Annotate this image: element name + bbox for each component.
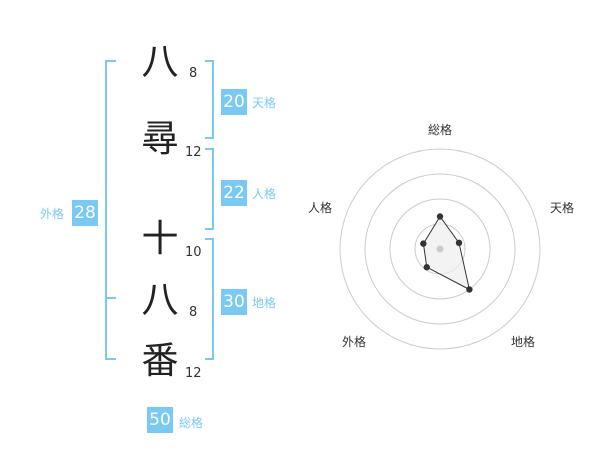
gaikaku-badge: 28 [72,200,98,226]
name-char-1: 八 [141,40,179,83]
axis-label-soukaku: 総格 [428,123,453,137]
tenkaku-badge: 20 [221,89,247,115]
axis-label-jinkaku: 人格 [308,201,333,215]
axis-label-chikaku: 地格 [511,335,536,349]
stroke-count-3: 10 [185,245,202,260]
chikaku-bracket [205,238,214,360]
axis-label-tenkaku: 天格 [550,201,575,215]
radar-polygon [422,215,471,291]
jinkaku-badge: 22 [221,180,247,206]
radar-ring-2 [389,198,491,300]
name-char-4: 八 [141,278,179,321]
radar-center-dot [436,245,444,253]
name-char-5: 番 [141,339,179,382]
axis-label-gaikaku: 外格 [342,335,367,349]
jinkaku-bracket [205,148,214,230]
jinkaku-label: 人格 [252,187,277,201]
chikaku-label: 地格 [252,296,277,310]
stroke-count-5: 12 [185,366,202,381]
radar-point-5 [420,240,427,247]
gaikaku-bracket [105,60,116,360]
stroke-count-4: 8 [189,305,198,320]
radar-ring-4 [339,148,541,350]
radar-point-1 [436,213,444,220]
name-char-3: 十 [141,217,179,260]
stroke-count-2: 12 [185,145,202,160]
name-char-2: 尋 [141,117,179,160]
gaikaku-label: 外格 [40,207,65,221]
radar-point-4 [423,264,430,271]
radar-ring-3 [364,173,516,325]
stroke-count-1: 8 [189,66,198,81]
radar-point-3 [466,286,473,293]
soukaku-badge: 50 [147,407,173,433]
radar-point-2 [455,239,463,247]
chikaku-badge: 30 [221,289,247,315]
soukaku-label: 総格 [179,416,204,430]
tenkaku-bracket [205,60,214,139]
tenkaku-label: 天格 [252,96,277,110]
